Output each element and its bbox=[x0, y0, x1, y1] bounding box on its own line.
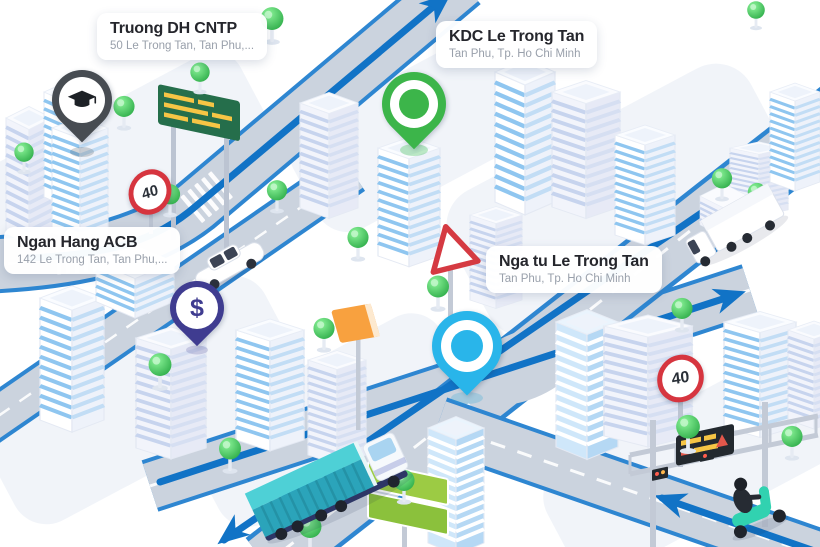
truck-white bbox=[685, 183, 789, 267]
card-title: Truong DH CNTP bbox=[110, 20, 237, 37]
speed-limit-value: 40 bbox=[670, 367, 691, 389]
card-subtitle: 142 Le Trong Tan, Tan Phu,... bbox=[17, 254, 168, 266]
pin-ground-splash bbox=[70, 144, 483, 404]
card-title: Nga tu Le Trong Tan bbox=[499, 253, 649, 270]
car-white bbox=[195, 242, 266, 292]
school-pin[interactable] bbox=[39, 57, 125, 143]
pin-dot bbox=[451, 330, 483, 362]
card-title: Ngan Hang ACB bbox=[17, 234, 138, 251]
dollar-icon: $ bbox=[176, 287, 218, 329]
card-title: KDC Le Trong Tan bbox=[449, 28, 585, 45]
card-subtitle: Tan Phu, Tp. Ho Chi Minh bbox=[449, 48, 581, 60]
pin-dot bbox=[399, 89, 429, 119]
ring-dot-icon bbox=[441, 320, 493, 372]
residential-pin[interactable] bbox=[368, 58, 460, 150]
card-subtitle: Tan Phu, Tp. Ho Chi Minh bbox=[499, 273, 631, 285]
label-card-intersection[interactable]: Nga tu Le Trong Tan Tan Phu, Tp. Ho Chi … bbox=[486, 246, 662, 293]
directional-sign bbox=[158, 84, 240, 254]
scooter bbox=[732, 477, 789, 541]
label-card-bank[interactable]: Ngan Hang ACB 142 Le Trong Tan, Tan Phu,… bbox=[4, 227, 181, 274]
label-card-residential[interactable]: KDC Le Trong Tan Tan Phu, Tp. Ho Chi Min… bbox=[436, 21, 598, 68]
orange-sign bbox=[331, 303, 381, 430]
bank-pin[interactable]: $ bbox=[158, 269, 236, 347]
card-subtitle: 50 Le Trong Tan, Tan Phu,... bbox=[110, 40, 255, 52]
container-truck bbox=[244, 432, 413, 544]
graduation-cap-icon bbox=[59, 77, 105, 123]
speed-limit-value: 40 bbox=[140, 181, 160, 203]
warning-triangle-sign bbox=[430, 224, 481, 338]
label-card-school[interactable]: Truong DH CNTP 50 Le Trong Tan, Tan Phu,… bbox=[97, 13, 268, 60]
dollar-symbol: $ bbox=[190, 293, 204, 322]
intersection-pin[interactable] bbox=[417, 296, 517, 396]
ring-dot-icon bbox=[390, 80, 438, 128]
